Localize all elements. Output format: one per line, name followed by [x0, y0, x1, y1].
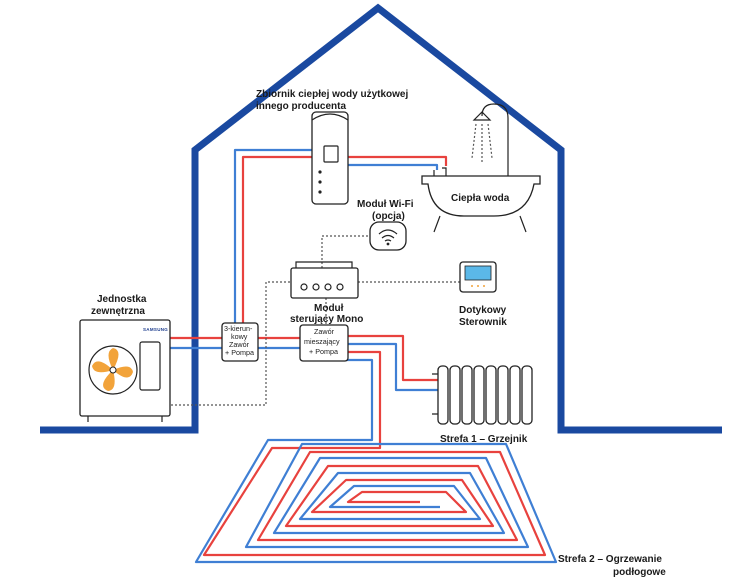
wifi-label-line1: Moduł Wi-Fi — [357, 199, 414, 210]
control-line-thermostat — [358, 281, 477, 288]
cold-pipe-mix-radiator — [348, 342, 438, 392]
mix-label-line1: Zawór — [314, 327, 335, 336]
valve3-label-line1: 3-kierun- — [224, 324, 253, 333]
mix-label-line3: + Pompa — [309, 347, 338, 356]
tank-label-line2: innego producenta — [256, 101, 346, 112]
underfloor-heating-loops — [194, 438, 558, 564]
outdoor-label-line1: Jednostka — [97, 294, 147, 305]
control-module — [290, 261, 359, 299]
zone2-label-line1: Strefa 2 – Ogrzewanie — [558, 554, 662, 565]
wifi-module — [369, 221, 407, 251]
hot-pipe-tank-bath — [348, 155, 448, 166]
valve3-label-line2: kowy — [231, 332, 248, 341]
cold-pipe-mix-floor — [340, 358, 374, 442]
control-label-line1: Moduł — [314, 303, 344, 314]
mix-label-line2: mieszający — [304, 337, 340, 346]
house-outline — [40, 3, 722, 434]
zone1-label: Strefa 1 – Grzejnik — [440, 434, 528, 445]
hot-pipe-mix-radiator — [348, 334, 438, 382]
brand-label: SAMSUNG — [143, 327, 168, 332]
hot-pipe-mix-floor — [348, 350, 382, 450]
control-line-wifi — [321, 235, 370, 268]
wifi-label-line2: (opcja) — [372, 211, 405, 222]
zone2-label-line2: podłogowe — [613, 567, 666, 578]
bath-label: Ciepła woda — [451, 193, 510, 204]
fan-icon — [92, 348, 133, 391]
touch-thermostat — [459, 261, 497, 293]
hot-water-tank — [311, 111, 349, 205]
thermostat-label-line1: Dotykowy — [459, 305, 507, 316]
mixing-valve — [299, 324, 349, 362]
outdoor-unit: SAMSUNG — [79, 319, 171, 422]
bathtub — [421, 103, 541, 233]
control-line-outdoor — [170, 281, 290, 406]
three-way-valve — [221, 322, 259, 362]
cold-pipe-tank-bath — [348, 163, 439, 170]
tank-label-line1: Zbiornik ciepłej wody użytkowej — [256, 89, 408, 100]
hot-pipe-valve-tank — [241, 155, 312, 323]
floor-loop-hot — [202, 446, 547, 557]
control-label-line2: sterujący Mono — [290, 314, 363, 325]
wifi-icon — [378, 229, 398, 246]
valve3-label-line3: Zawór — [229, 340, 250, 349]
outdoor-label-line2: zewnętrzna — [91, 306, 145, 317]
thermostat-label-line2: Sterownik — [459, 317, 507, 328]
shower-icon — [481, 103, 509, 176]
valve3-label-line4: + Pompa — [225, 348, 254, 357]
floor-loop-cold — [194, 438, 558, 564]
cold-pipe-valve-tank — [233, 148, 312, 323]
radiator — [432, 365, 533, 425]
